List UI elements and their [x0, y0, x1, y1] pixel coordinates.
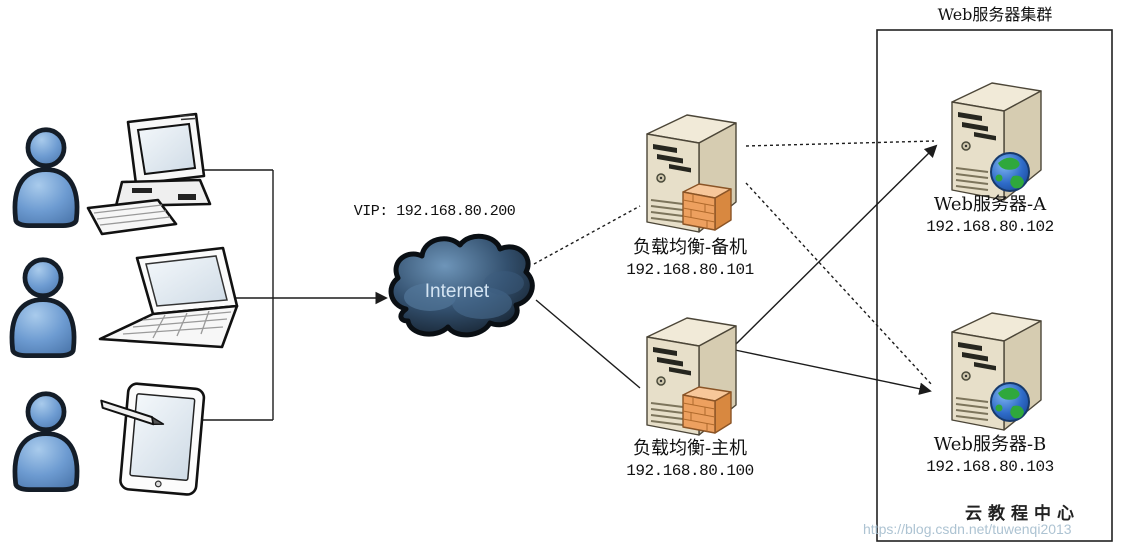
- lb-primary-ip: 192.168.80.100: [626, 461, 754, 480]
- web-cluster-box: [876, 29, 1113, 542]
- lb-primary-server-icon: [646, 317, 737, 436]
- lb-backup-name: 负载均衡-备机: [632, 237, 748, 258]
- internet-label: Internet: [425, 281, 490, 302]
- person-icon: [15, 394, 77, 490]
- web-a-label: Web服务器-A 192.168.80.102: [900, 194, 1080, 237]
- internet-cloud-icon: Internet: [388, 233, 535, 338]
- lb-backup-ip: 192.168.80.101: [626, 260, 754, 279]
- firewall-brick-icon: [682, 183, 732, 231]
- web-b-name: Web服务器-B: [933, 434, 1047, 455]
- person-icon: [15, 130, 77, 226]
- firewall-brick-icon: [682, 386, 732, 434]
- connection-links: [185, 140, 938, 421]
- web-a-ip: 192.168.80.102: [926, 217, 1054, 236]
- lb-primary-label: 负载均衡-主机 192.168.80.100: [600, 438, 780, 481]
- vip-label: VIP: 192.168.80.200: [353, 203, 516, 220]
- link-lb-primary-web-b: [734, 349, 932, 395]
- link-lb-backup-web-a: [745, 140, 935, 147]
- web-server-b-icon: [951, 312, 1042, 431]
- link-internet-lb-backup: [533, 205, 641, 265]
- web-b-ip: 192.168.80.103: [926, 457, 1054, 476]
- tablet-with-stylus-icon: [100, 382, 206, 496]
- lb-backup-label: 负载均衡-备机 192.168.80.101: [600, 237, 780, 280]
- laptop-icon: [98, 246, 239, 349]
- link-internet-lb-primary: [535, 299, 641, 389]
- watermark: https://blog.csdn.net/tuwenqi2013: [863, 521, 1072, 537]
- cluster-title: Web服务器集群: [937, 5, 1053, 24]
- lb-backup-server-icon: [646, 114, 737, 233]
- globe-icon: [990, 152, 1030, 192]
- stylus-icon: [100, 399, 165, 426]
- web-a-name: Web服务器-A: [933, 194, 1047, 215]
- desktop-computer-icon: [86, 112, 212, 236]
- footer-title: 云教程中心: [965, 504, 1080, 523]
- web-server-a-icon: [951, 82, 1042, 201]
- person-icon: [12, 260, 74, 356]
- web-b-label: Web服务器-B 192.168.80.103: [900, 434, 1080, 477]
- globe-icon: [990, 382, 1030, 422]
- link-lb-primary-web-a: [734, 144, 938, 346]
- link-lb-backup-web-b: [745, 182, 933, 386]
- lb-primary-name: 负载均衡-主机: [632, 438, 748, 459]
